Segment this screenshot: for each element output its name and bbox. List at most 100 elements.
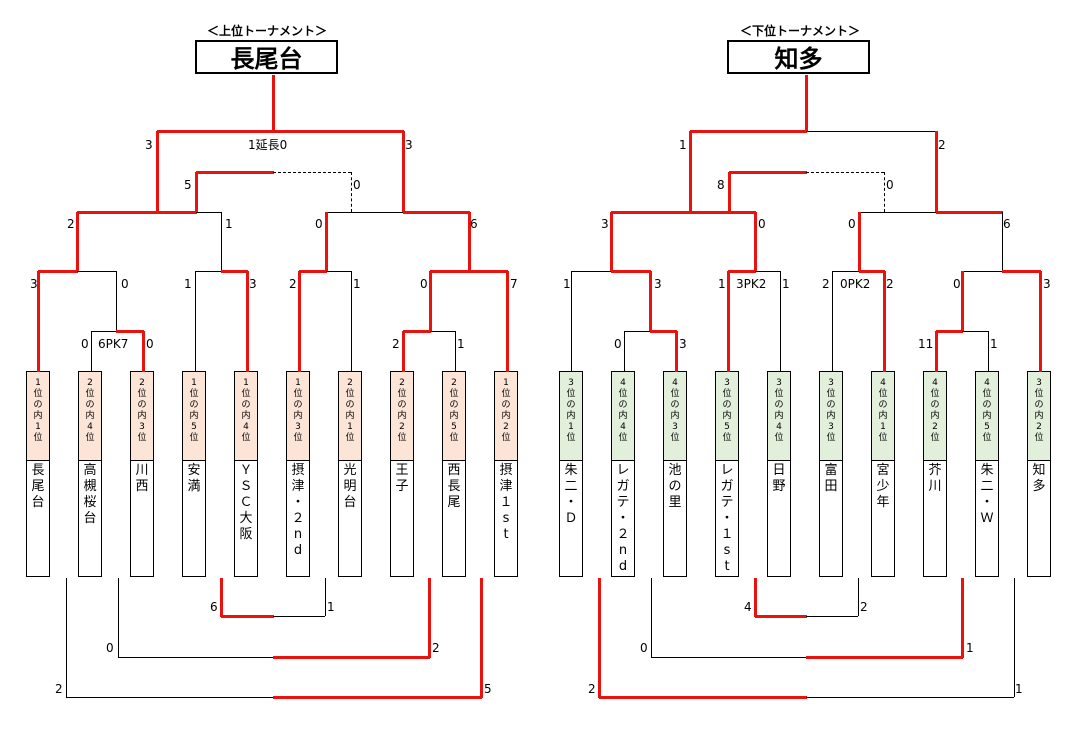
bracket-line bbox=[402, 131, 405, 213]
lower-sf-left-score-a: 3 bbox=[601, 217, 609, 231]
bracket-line bbox=[273, 130, 404, 133]
bracket-line bbox=[402, 331, 405, 372]
lower-sf-right-score-b: 6 bbox=[1003, 217, 1011, 231]
bracket-line bbox=[77, 271, 116, 272]
bracket-line bbox=[935, 131, 938, 213]
bracket-line bbox=[325, 212, 328, 272]
team-name-label: 安満 bbox=[182, 461, 206, 577]
bracket-line bbox=[325, 578, 326, 616]
bracket-line bbox=[246, 271, 249, 372]
lower-pl-c-left-score: 2 bbox=[588, 682, 596, 696]
bracket-line bbox=[780, 271, 781, 371]
upper-sf-right-score-b: 6 bbox=[470, 217, 478, 231]
bracket-line bbox=[221, 212, 222, 271]
team-name-label: 日野 bbox=[767, 461, 791, 577]
lower-pl-c-right-score: 1 bbox=[1015, 682, 1023, 696]
bracket-line bbox=[806, 656, 963, 659]
bracket-line bbox=[403, 330, 431, 333]
lower-q1-left-score: 1 bbox=[563, 277, 571, 291]
upper-pl-b-left-score: 0 bbox=[106, 641, 114, 655]
bracket-line bbox=[195, 271, 196, 371]
bracket-line bbox=[728, 172, 731, 213]
upper-pl-a-left-score: 6 bbox=[210, 600, 218, 614]
bracket-line bbox=[66, 697, 273, 698]
bracket-line bbox=[611, 211, 691, 214]
bracket-line bbox=[651, 657, 806, 658]
upper-final-right-score: 3 bbox=[405, 138, 413, 152]
lower-play-left-score: 8 bbox=[717, 178, 725, 192]
upper-q2-left-score: 1 bbox=[184, 277, 192, 291]
upper-r1a-note: 6PK7 bbox=[98, 337, 129, 351]
bracket-line bbox=[624, 331, 625, 371]
bracket-line bbox=[428, 578, 431, 658]
upper-sf-right-score-a: 0 bbox=[315, 217, 323, 231]
lower-sf-right-score-a: 0 bbox=[848, 217, 856, 231]
team-name-label: 富田 bbox=[819, 461, 843, 577]
bracket-line bbox=[650, 330, 677, 333]
bracket-line bbox=[273, 696, 482, 699]
lower-q1-right-score: 3 bbox=[654, 277, 662, 291]
bracket-line bbox=[77, 211, 158, 214]
bracket-line bbox=[272, 75, 275, 132]
bracket-line bbox=[832, 271, 833, 371]
bracket-line bbox=[962, 331, 988, 332]
bracket-line bbox=[299, 270, 327, 273]
bracket-line bbox=[806, 616, 858, 617]
bracket-line bbox=[351, 271, 352, 371]
bracket-line bbox=[116, 330, 144, 333]
upper-pl-c-right-score: 5 bbox=[484, 682, 492, 696]
bracket-line bbox=[469, 270, 508, 273]
bracket-line bbox=[690, 130, 807, 133]
upper-play-right-score: 0 bbox=[353, 178, 361, 192]
upper-pl-b-right-score: 2 bbox=[432, 641, 440, 655]
lower-final-left-score: 1 bbox=[679, 138, 687, 152]
bracket-line bbox=[91, 331, 116, 332]
bracket-line bbox=[675, 331, 678, 372]
bracket-line bbox=[1002, 270, 1041, 273]
bracket-line bbox=[455, 331, 456, 371]
bracket-line bbox=[157, 130, 274, 133]
bracket-line bbox=[962, 271, 1002, 272]
bracket-line bbox=[273, 616, 325, 617]
bracket-dashed-line bbox=[806, 172, 884, 173]
bracket-line bbox=[1039, 271, 1042, 372]
bracket-line bbox=[624, 331, 650, 332]
bracket-line bbox=[690, 211, 730, 214]
bracket-line bbox=[936, 330, 963, 333]
lower-r1b-right-score: 1 bbox=[990, 337, 998, 351]
team-name-label: 朱二・Ｗ bbox=[975, 461, 999, 577]
bracket-line bbox=[858, 578, 859, 616]
bracket-line bbox=[118, 578, 119, 657]
upper-q3-right-score: 1 bbox=[353, 277, 361, 291]
